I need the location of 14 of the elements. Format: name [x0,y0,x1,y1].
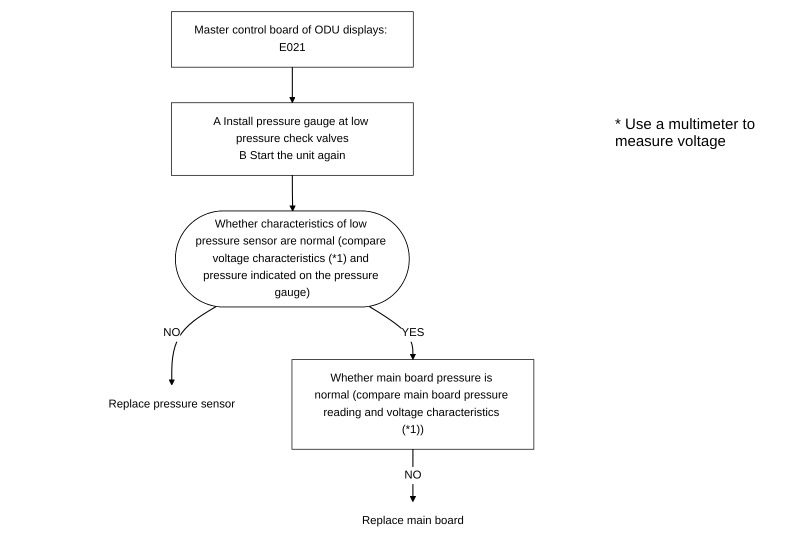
node-text: Replace pressure sensor [108,398,236,410]
arrow [369,306,416,360]
node-text: Replace main board [362,514,464,527]
note-text: * Use a multimeter to measure voltage [615,116,756,150]
arrow [289,175,296,212]
node-box: Whether main board pressure is normal (compare main board pressure reading and voltage characteristics (*1)) [292,359,534,450]
edge-label: NO [163,326,180,339]
arrow [410,449,416,502]
node-box: Master control board of ODU displays: E021 [171,11,414,68]
arrow [289,67,296,104]
arrow [168,306,216,386]
edge-label: NO [404,469,422,482]
node-box: A Install pressure gauge at low pressure check valves B Start the unit again [171,102,414,176]
edge-label: YES [402,326,424,339]
